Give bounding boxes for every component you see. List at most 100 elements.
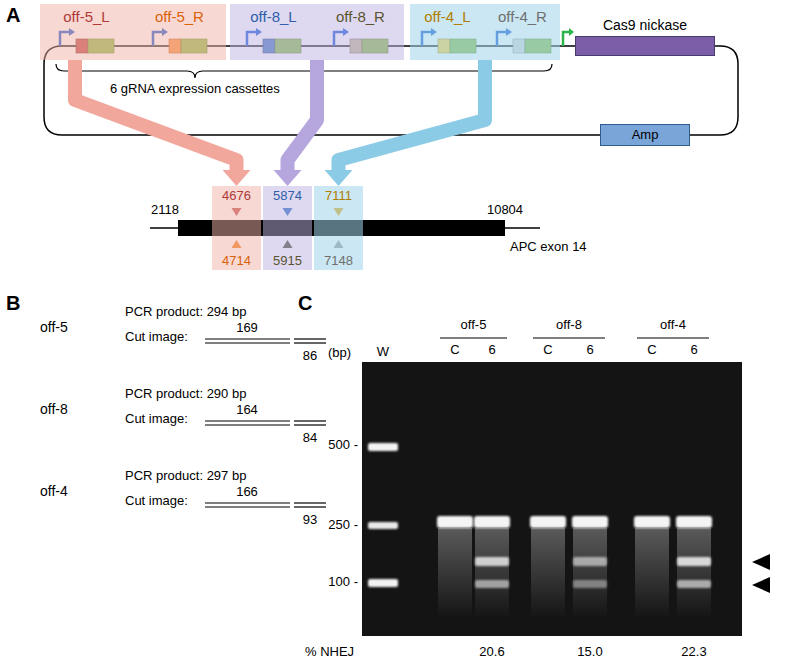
cleavage-band — [573, 557, 607, 566]
cleavage-band — [475, 580, 509, 588]
nhej-value: % NHEJ — [305, 645, 354, 660]
annotation: 93 — [303, 513, 317, 528]
band-pointer — [752, 554, 770, 570]
lane-label: C — [450, 343, 459, 358]
annotation: Cut image: — [125, 412, 188, 427]
lane-label: C — [543, 343, 552, 358]
pcr-band — [572, 516, 608, 528]
pcr-band — [676, 516, 712, 528]
cassette-label: off-8_L — [230, 8, 317, 26]
annotation: APC exon 14 — [510, 240, 587, 255]
annotation: 166 — [236, 485, 258, 500]
cas9-bar — [575, 36, 715, 56]
target-site-band: 5874 5915 — [263, 186, 312, 270]
cleavage-band — [677, 557, 711, 566]
annotation: 10804 — [487, 203, 523, 218]
lane-label: 6 — [586, 343, 593, 358]
cut-fragment — [205, 424, 290, 425]
nhej-value: 22.3 — [681, 645, 706, 660]
cut-fragment — [205, 506, 290, 507]
target-arrow — [339, 60, 486, 170]
cut-fragment — [205, 342, 290, 343]
lane-smear — [573, 528, 607, 618]
site-position: 5915 — [273, 253, 302, 268]
size-marker: 250 - — [328, 518, 358, 533]
ladder-band — [368, 522, 398, 529]
gene-label: Amp — [632, 127, 659, 143]
cut-fragment — [294, 342, 326, 343]
cassette-group: off-4_Loff-4_R — [410, 4, 560, 60]
lane-label: off-4 — [660, 318, 686, 333]
lane-smear — [531, 528, 565, 618]
annotation: (bp) — [328, 346, 351, 361]
annotation: 84 — [303, 431, 317, 446]
cleavage-band — [573, 580, 607, 588]
pcr-band — [474, 516, 510, 528]
cleavage-band — [677, 580, 711, 588]
site-position: 5874 — [273, 188, 302, 203]
ladder-band — [368, 443, 398, 451]
cassette-label: off-5_R — [133, 8, 226, 26]
gene-label: Cas9 nickase — [575, 17, 715, 34]
gel-image — [362, 362, 742, 636]
pcr-band — [437, 516, 473, 528]
lane-label: 6 — [488, 343, 495, 358]
lane-label: off-8 — [556, 318, 582, 333]
target-arrow — [75, 60, 237, 170]
site-position: 4714 — [222, 253, 251, 268]
lane-smear — [475, 528, 509, 618]
annotation: Cut image: — [125, 330, 188, 345]
cut-fragment — [294, 420, 326, 421]
annotation: PCR product: 290 bp — [125, 387, 246, 402]
cut-fragment — [205, 420, 290, 421]
size-marker: 500 - — [328, 438, 358, 453]
lane-group-line — [637, 338, 709, 339]
panel-letter: A — [6, 4, 20, 27]
target-arrow — [288, 60, 318, 170]
lane-smear — [635, 528, 669, 618]
cassette-label: off-4_R — [485, 8, 560, 26]
annotation: off-4 — [40, 483, 68, 499]
nhej-value: 20.6 — [479, 645, 504, 660]
cut-fragment — [294, 424, 326, 425]
site-position: 4676 — [222, 188, 251, 203]
pcr-band — [634, 516, 670, 528]
cas9-promoter-arrow — [563, 32, 569, 46]
ladder-band — [368, 579, 398, 587]
lane-smear — [677, 528, 711, 618]
cut-fragment — [205, 502, 290, 503]
cut-fragment — [294, 506, 326, 507]
cassette-bracket — [56, 64, 552, 78]
site-position: 7111 — [325, 188, 352, 203]
lane-group-line — [533, 338, 605, 339]
lane-group-line — [440, 338, 507, 339]
cassette-label: off-5_L — [40, 8, 133, 26]
site-position: 7148 — [324, 253, 353, 268]
annotation: 6 gRNA expression cassettes — [110, 82, 280, 97]
annotation: 164 — [236, 403, 258, 418]
annotation: 2118 — [151, 203, 179, 218]
panel-letter: C — [298, 292, 312, 315]
lane-label: W — [377, 345, 389, 360]
lane-label: 6 — [690, 343, 697, 358]
cassette-label: off-4_L — [410, 8, 485, 26]
annotation: PCR product: 294 bp — [125, 305, 246, 320]
lane-label: off-5 — [461, 318, 487, 333]
cas9-promoter-arrowhead — [569, 28, 574, 36]
pcr-band — [530, 516, 566, 528]
annotation: Cut image: — [125, 494, 188, 509]
panel-letter: B — [6, 292, 20, 315]
cassette-group: off-8_Loff-8_R — [230, 4, 404, 60]
target-site-band: 7111 7148 — [314, 186, 363, 270]
band-pointer — [752, 577, 770, 593]
annotation: PCR product: 297 bp — [125, 469, 246, 484]
lane-label: C — [647, 343, 656, 358]
cassette-group: off-5_Loff-5_R — [40, 4, 226, 60]
annotation: off-5 — [40, 319, 68, 335]
cleavage-band — [475, 557, 509, 566]
annotation: 169 — [236, 321, 258, 336]
